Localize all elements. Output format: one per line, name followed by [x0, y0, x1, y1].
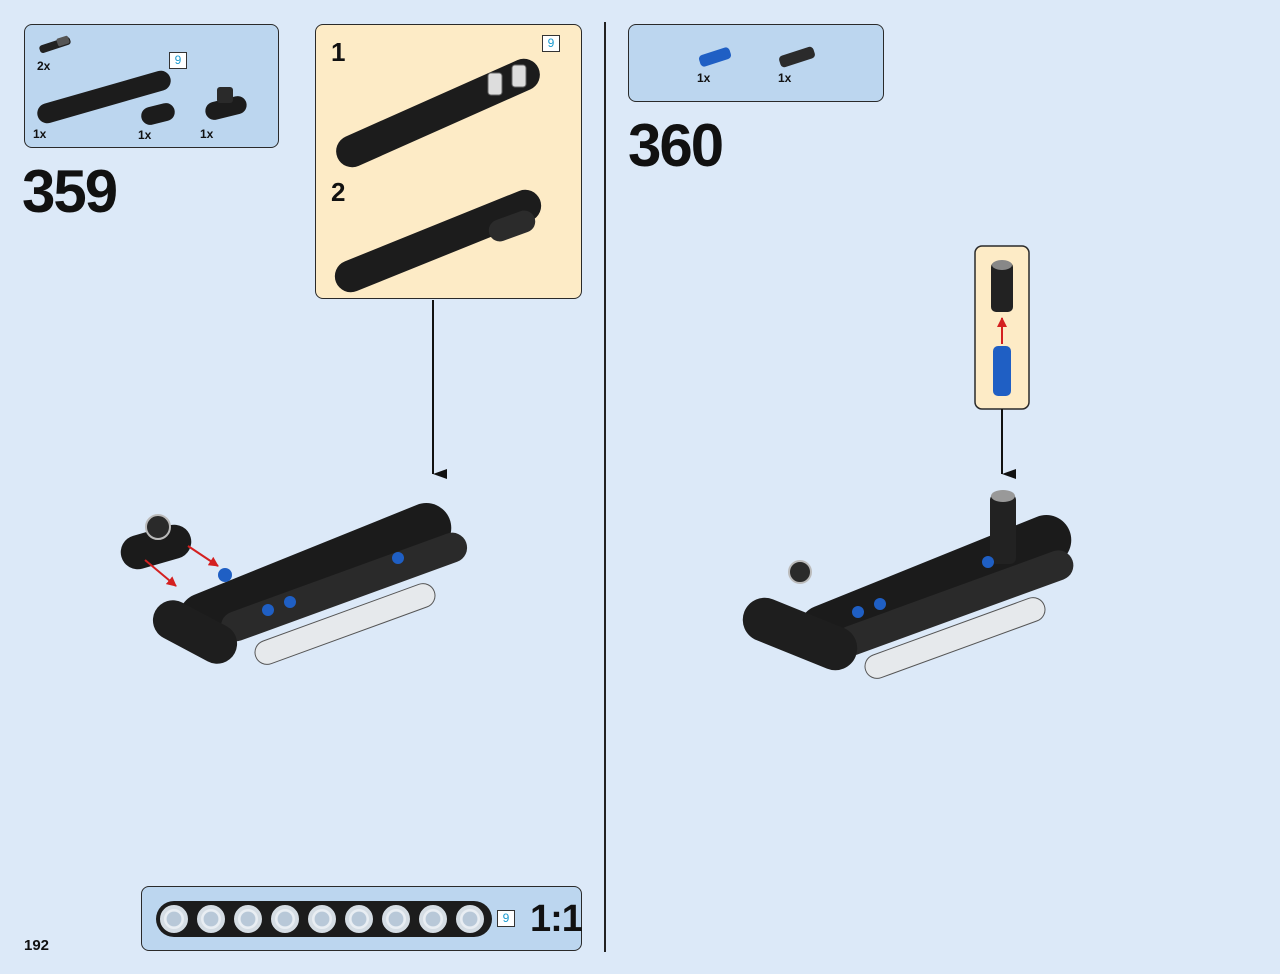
- beam-hole: [160, 905, 188, 933]
- substep-number: 1: [331, 37, 346, 67]
- blue-pin-icon: [698, 47, 732, 67]
- beam-hole: [197, 905, 225, 933]
- part-qty: 1x: [697, 71, 711, 85]
- beam-hole: [345, 905, 373, 933]
- beam-hole: [271, 905, 299, 933]
- step-number: 359: [22, 158, 118, 225]
- step-divider: [604, 22, 606, 952]
- step-number: 360: [628, 112, 724, 179]
- beam-hole: [382, 905, 410, 933]
- axle-pin-icon: [39, 35, 71, 53]
- beam-9-icon: [37, 70, 171, 124]
- step-359-parts-box: 2x 9 1x 1x 1x: [24, 24, 279, 148]
- length-badge: 9: [169, 52, 187, 69]
- substep-number: 2: [331, 177, 346, 207]
- beam-hole: [234, 905, 262, 933]
- page-number: 192: [24, 937, 50, 954]
- step-360-assembly-icon: [742, 490, 1074, 679]
- axle-connector-icon: [779, 46, 815, 68]
- step-359-assembly-icon: [120, 300, 468, 665]
- beam-hole: [419, 905, 447, 933]
- length-badge: 9: [497, 910, 515, 927]
- subassembly-box: 1 2 9: [315, 24, 582, 299]
- beam-hole: [308, 905, 336, 933]
- beam-2-icon: [141, 103, 175, 125]
- step-360-callout-icon: [974, 245, 1030, 479]
- part-qty: 1x: [200, 127, 214, 141]
- beam-with-connector-icon: [334, 189, 542, 293]
- cross-block-icon: [205, 87, 247, 120]
- scale-beam-9-icon: [156, 901, 492, 937]
- scale-label: 1:1: [530, 898, 583, 940]
- part-qty: 1x: [33, 127, 47, 141]
- step-360-parts-box: 1x 1x: [628, 24, 884, 102]
- part-qty: 2x: [37, 59, 51, 73]
- beam-hole: [456, 905, 484, 933]
- scale-reference-box: 9: [141, 886, 582, 951]
- part-qty: 1x: [778, 71, 792, 85]
- part-qty: 1x: [138, 128, 152, 142]
- length-badge: 9: [542, 35, 560, 52]
- beam-with-pins-icon: [336, 58, 540, 168]
